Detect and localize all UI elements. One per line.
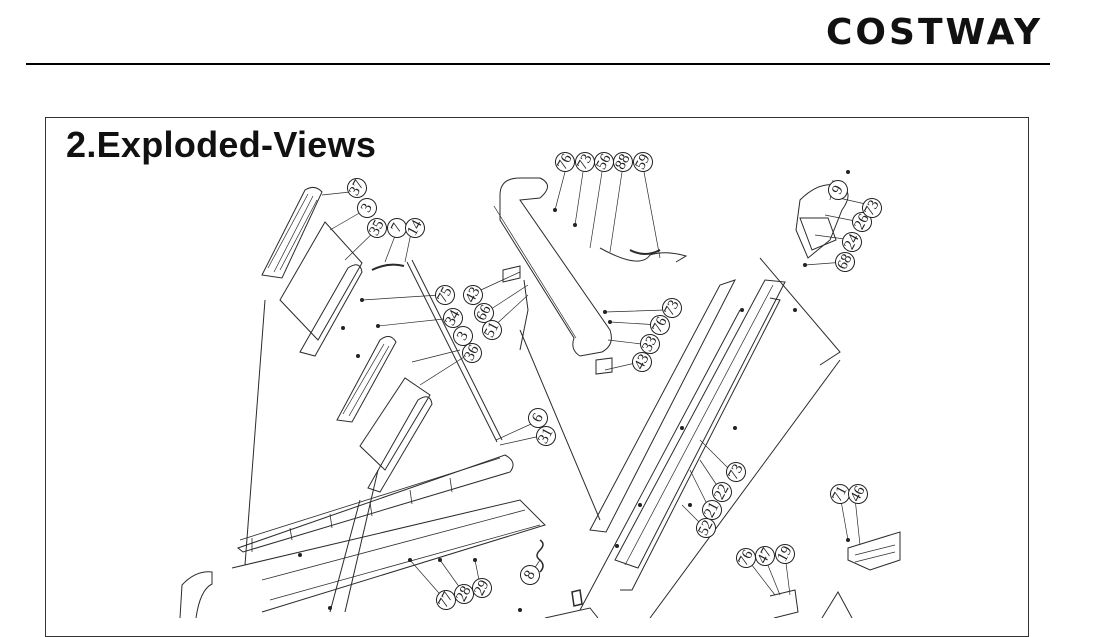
callout-number: 73 xyxy=(661,298,682,319)
left-lower-handrail xyxy=(336,336,433,493)
header-rule xyxy=(26,63,1050,65)
callout-number: 77 xyxy=(435,589,456,610)
callout-number: 46 xyxy=(847,483,868,504)
side-rail xyxy=(519,279,841,618)
callout-68: 68 xyxy=(834,252,855,273)
callout-number: 28 xyxy=(453,584,474,605)
callout-73: 73 xyxy=(661,298,682,319)
callout-56: 56 xyxy=(593,151,614,172)
callout-9: 9 xyxy=(828,180,848,200)
callout-36: 36 xyxy=(461,342,482,363)
callout-71: 71 xyxy=(829,484,850,505)
callout-number: 14 xyxy=(404,217,425,238)
callout-22: 22 xyxy=(711,482,732,503)
callout-number: 47 xyxy=(754,545,775,566)
callout-24: 24 xyxy=(841,231,862,252)
callout-73: 73 xyxy=(725,462,746,483)
callout-number: 66 xyxy=(473,302,494,323)
callout-8: 8 xyxy=(520,565,540,585)
costway-logo: COSTWAY xyxy=(826,12,1043,52)
callout-number: 34 xyxy=(442,307,463,328)
callout-number: 76 xyxy=(554,151,575,172)
fasteners xyxy=(298,170,850,612)
callout-number: 73 xyxy=(574,152,595,173)
callout-75: 75 xyxy=(434,285,455,306)
callout-37: 37 xyxy=(346,177,367,198)
callout-number: 71 xyxy=(829,484,850,505)
callout-number: 19 xyxy=(774,544,795,565)
callout-77: 77 xyxy=(435,589,456,610)
callout-number: 43 xyxy=(631,352,652,373)
motor-area xyxy=(769,531,901,618)
callout-29: 29 xyxy=(471,578,492,599)
callout-number: 21 xyxy=(701,500,722,521)
section-title: 2.Exploded-Views xyxy=(66,124,377,165)
callout-number: 22 xyxy=(711,482,732,503)
callout-number: 33 xyxy=(639,334,660,355)
callout-88: 88 xyxy=(612,152,633,173)
callout-number: 31 xyxy=(535,426,556,447)
callout-number: 76 xyxy=(735,547,756,568)
callout-number: 88 xyxy=(612,152,633,173)
callout-51: 51 xyxy=(481,320,502,341)
callout-number: 68 xyxy=(834,252,855,273)
callout-31: 31 xyxy=(535,426,556,447)
callout-66: 66 xyxy=(473,302,494,323)
callout-14: 14 xyxy=(404,217,425,238)
callout-76: 76 xyxy=(735,547,756,568)
callout-number: 73 xyxy=(725,462,746,483)
callout-43: 43 xyxy=(631,352,652,373)
right-console-housing xyxy=(759,184,849,366)
brand-text: COSTWAY xyxy=(826,12,1043,52)
callout-number: 56 xyxy=(593,151,614,172)
callout-73: 73 xyxy=(574,152,595,173)
callout-number: 59 xyxy=(632,152,653,173)
callout-3: 3 xyxy=(357,198,377,218)
callout-number: 76 xyxy=(649,314,670,335)
callout-number: 75 xyxy=(434,285,455,306)
callout-number: 52 xyxy=(695,518,716,539)
left-upper-handrail xyxy=(261,186,363,357)
callout-52: 52 xyxy=(695,518,716,539)
callout-number: 36 xyxy=(461,342,482,363)
callout-number: 24 xyxy=(841,231,862,252)
callout-76: 76 xyxy=(554,151,575,172)
leader-lines xyxy=(321,171,871,601)
callout-6: 6 xyxy=(528,408,548,428)
callout-76: 76 xyxy=(649,314,670,335)
callout-number: 51 xyxy=(481,320,502,341)
callout-34: 34 xyxy=(442,307,463,328)
callout-28: 28 xyxy=(453,584,474,605)
callout-35: 35 xyxy=(366,218,387,239)
callout-43: 43 xyxy=(462,285,483,306)
callout-number: 35 xyxy=(366,218,387,239)
callout-19: 19 xyxy=(774,544,795,565)
callout-46: 46 xyxy=(847,483,868,504)
callout-73: 73 xyxy=(861,198,882,219)
callout-33: 33 xyxy=(639,334,660,355)
callout-number: 73 xyxy=(861,198,882,219)
callout-21: 21 xyxy=(701,500,722,521)
deck-assembly xyxy=(179,454,599,618)
callout-7: 7 xyxy=(387,218,407,238)
callout-number: 37 xyxy=(346,177,367,198)
callout-59: 59 xyxy=(632,152,653,173)
callout-number: 29 xyxy=(471,578,492,599)
callout-3: 3 xyxy=(453,326,473,346)
upright-post xyxy=(244,259,503,613)
callout-number: 43 xyxy=(462,285,483,306)
console-frame xyxy=(493,177,688,375)
callout-47: 47 xyxy=(754,545,775,566)
